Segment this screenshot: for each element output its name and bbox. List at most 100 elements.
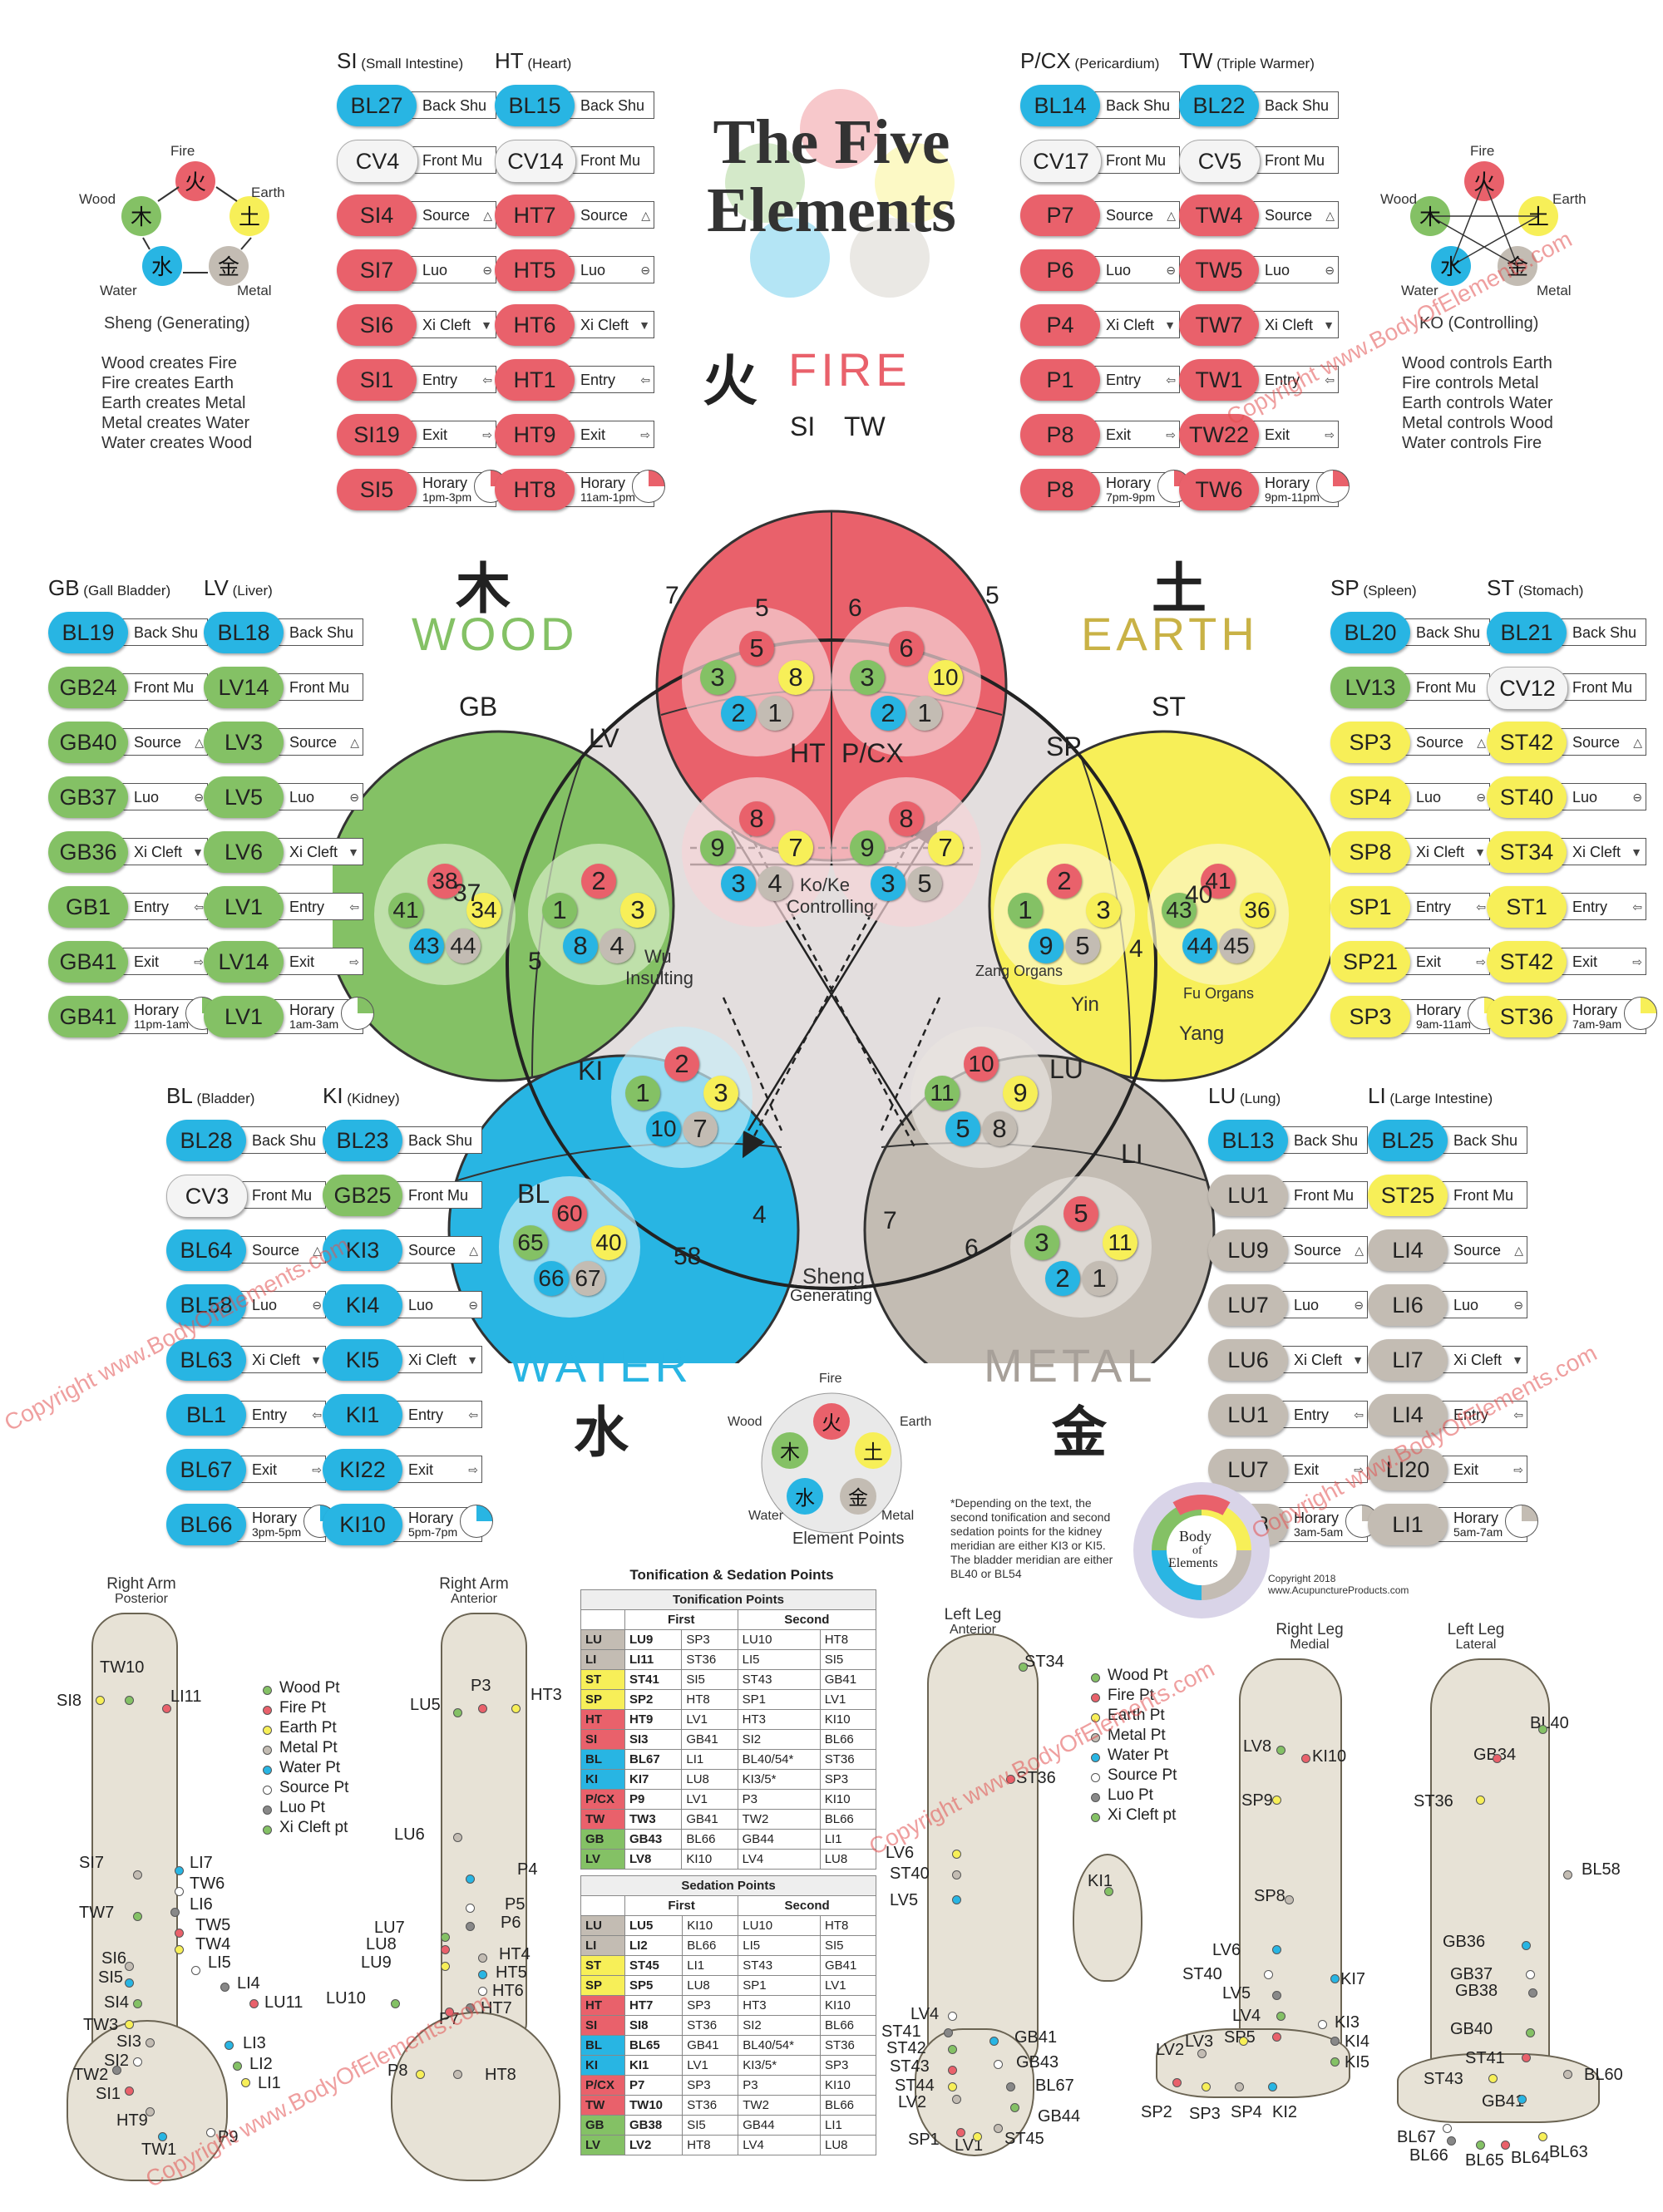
- acupoint-label: GB41: [1482, 2092, 1525, 2111]
- point-pill: BL64: [166, 1229, 246, 1271]
- point-type: Front Mu: [1265, 151, 1325, 169]
- acupoint-label: TW4: [195, 1935, 231, 1953]
- point-label: Source△: [116, 728, 208, 756]
- acupoint-dot: [1563, 1870, 1572, 1879]
- point-type-icon: ⇦: [1476, 900, 1486, 914]
- acupoint-label: HT3: [530, 1686, 562, 1704]
- acupoint-dot: [1538, 2132, 1547, 2141]
- legend-dot: [1091, 1813, 1100, 1822]
- point-type-icon: ⇨: [1325, 428, 1335, 441]
- point-type: Luo: [1265, 261, 1290, 278]
- point-label: Back Shu: [405, 91, 496, 119]
- logo-line1: Body: [1179, 1528, 1212, 1544]
- point-row: Luo⊖SI7: [337, 249, 503, 291]
- point-type: Back Shu: [1572, 623, 1637, 641]
- point-type: Horary: [289, 1002, 335, 1018]
- generation-number: 4: [753, 1201, 767, 1229]
- point-type: Luo: [408, 1296, 434, 1313]
- acupoint-label: ST43: [890, 2057, 930, 2076]
- table-cell: SP3: [819, 1769, 877, 1790]
- acupoint-dot: [1285, 1895, 1294, 1904]
- point-label: Back Shu: [1247, 91, 1339, 119]
- point-label: Front Mu: [1436, 1181, 1527, 1209]
- table-cell: ST36: [819, 1749, 877, 1770]
- acupoint-label: HT6: [492, 1982, 524, 2000]
- element-point-lv: 8: [563, 929, 598, 963]
- svg-text:木: 木: [1419, 204, 1441, 229]
- point-type-icon: ⇦: [640, 373, 650, 387]
- organ-label-si: SI: [790, 411, 816, 441]
- element-point-tw: 1: [907, 696, 942, 731]
- meridian-abbrev: ST: [1487, 575, 1515, 600]
- point-pill: CV12: [1487, 667, 1568, 710]
- acupoint-label: HT4: [499, 1945, 530, 1963]
- point-type-icon: △: [641, 209, 650, 222]
- point-row: Entry⇦TW1: [1179, 359, 1345, 401]
- metal-glyph: 金: [1052, 1402, 1107, 1463]
- element-point-lv: 1: [542, 893, 577, 928]
- point-pill: ST1: [1487, 886, 1567, 928]
- point-type: Xi Cleft: [252, 1351, 301, 1368]
- point-pill: SP21: [1330, 941, 1410, 983]
- point-type-icon: ⇨: [1166, 428, 1176, 441]
- point-pill: CV4: [337, 140, 418, 183]
- point-row: Exit⇨ST42: [1487, 941, 1653, 983]
- meridian-column-header: LV (Liver): [204, 575, 273, 601]
- point-type-icon: ⇨: [482, 428, 492, 441]
- table-cell: SP: [580, 1975, 625, 1996]
- point-type-icon: ▼: [1474, 845, 1486, 859]
- point-label: Front Mu: [1276, 1181, 1368, 1209]
- table-cell: LV1: [819, 1975, 877, 1996]
- table-cell: BL65: [624, 2035, 683, 2056]
- point-pill: P8: [1020, 469, 1100, 510]
- point-row: Source△LV3: [204, 722, 370, 763]
- table-cell: BL: [580, 1749, 625, 1770]
- point-type-icon: ▼: [1512, 1353, 1523, 1367]
- meridian-abbrev: P/CX: [1020, 48, 1071, 73]
- organ-label-tw: TW: [844, 411, 886, 441]
- acupoint-dot: [952, 1895, 961, 1904]
- element-point-lu: 5: [945, 1111, 980, 1146]
- point-type: Exit: [1106, 426, 1132, 443]
- point-type-icon: ⇦: [1325, 373, 1335, 387]
- right-arm-anterior-subtitle: Anterior: [450, 1592, 498, 1606]
- meridian-full-name: (Small Intestine): [357, 56, 464, 71]
- table-cell: ST: [580, 1669, 625, 1690]
- point-label: Source△: [1436, 1236, 1527, 1264]
- left-leg-lateral-subtitle: Lateral: [1455, 1638, 1497, 1652]
- point-pill: SP8: [1330, 831, 1410, 873]
- point-type-icon: ▼: [466, 1353, 478, 1367]
- acupoint-label: GB43: [1016, 2053, 1059, 2072]
- sheng-cycle-diagram: 火 土 金 水 木 Fire Earth Metal Water Wood: [75, 141, 316, 308]
- point-row: Entry⇦LU1: [1208, 1394, 1374, 1436]
- ep-label-metal: Metal: [881, 1509, 915, 1523]
- point-label: Exit⇨: [116, 948, 208, 975]
- acupoint-dot: [1330, 2057, 1340, 2067]
- acupoint-dot: [441, 1962, 450, 1971]
- point-type-icon: ⇦: [1354, 1408, 1364, 1421]
- svg-text:火: 火: [1473, 170, 1495, 195]
- table-cell: LV8: [624, 1849, 683, 1870]
- element-point-st: 41: [1201, 864, 1236, 899]
- acupoint-dot: [241, 2078, 250, 2087]
- point-type: Exit: [1294, 1461, 1320, 1478]
- acupoint-label: LV2: [1156, 2041, 1185, 2059]
- element-point-st: 43: [1162, 893, 1197, 928]
- ko-label-earth: Earth: [1552, 191, 1587, 207]
- acupoint-dot: [1272, 2032, 1281, 2042]
- point-label: Xi Cleft▼: [1088, 311, 1180, 338]
- acupoint-label: LU11: [264, 1993, 303, 2012]
- acupoint-label: LI3: [243, 2034, 266, 2052]
- acupoint-dot: [1006, 1775, 1015, 1784]
- acupoint-dot: [1301, 1754, 1310, 1763]
